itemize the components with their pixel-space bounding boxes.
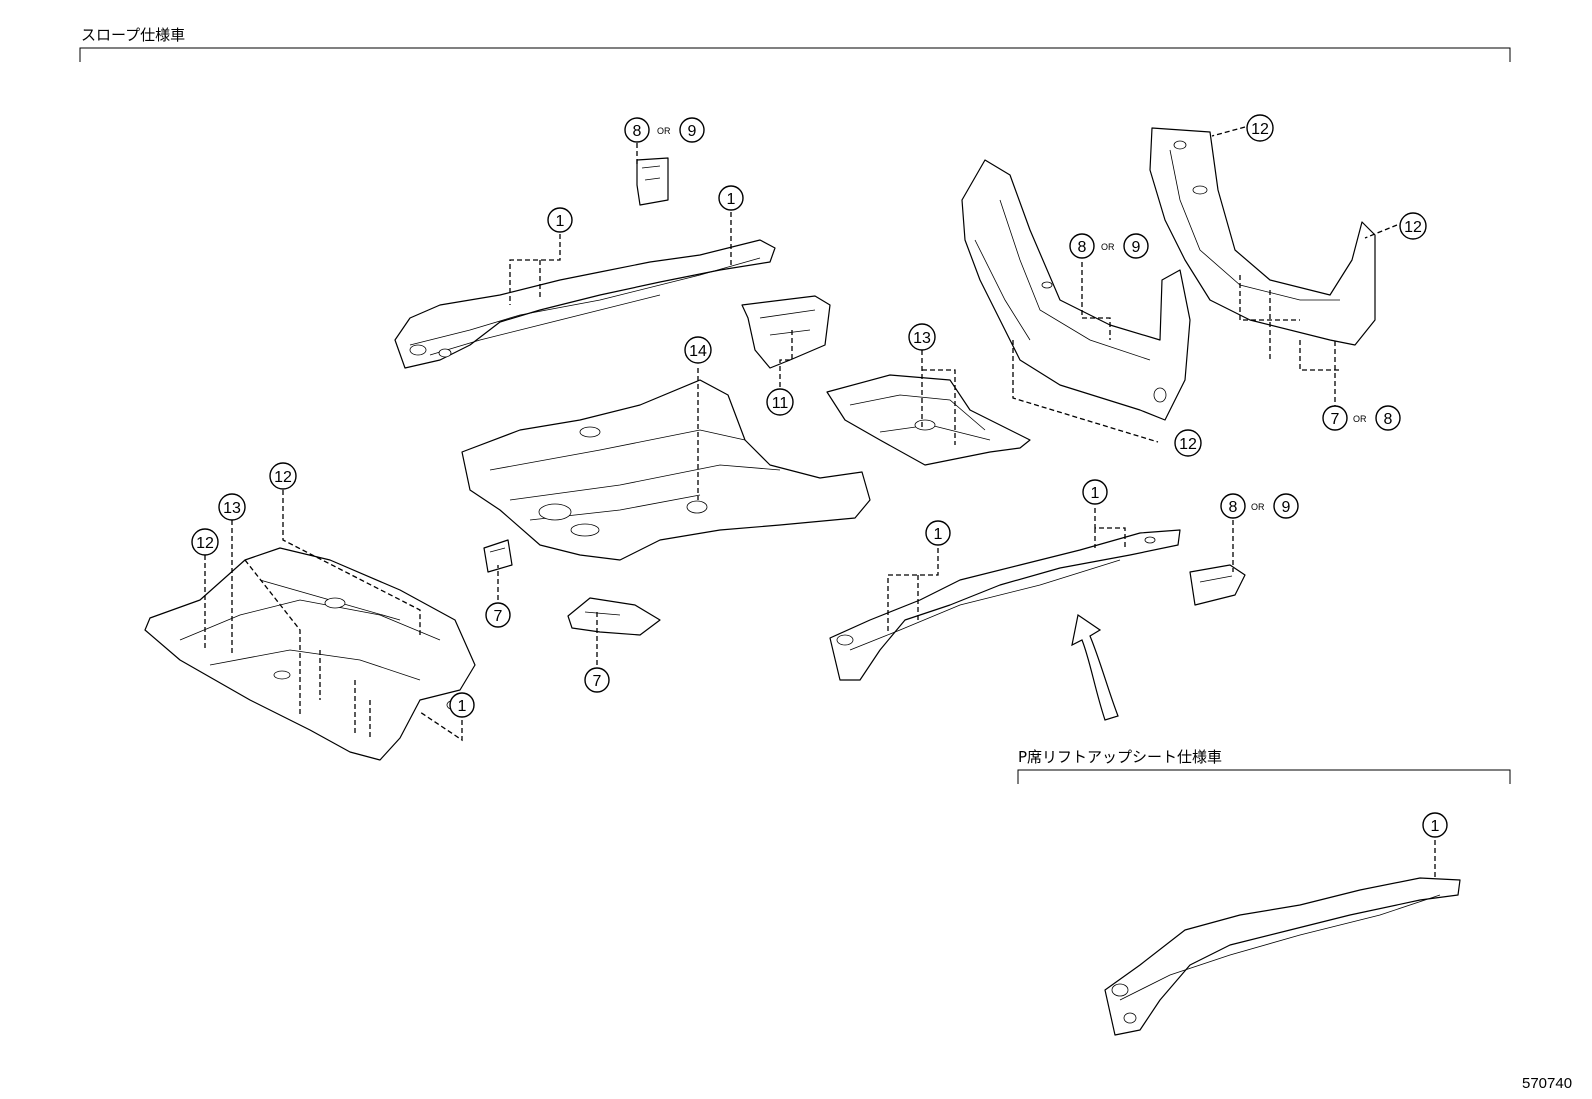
callout-8-or-9-pillar: 8 OR 9 xyxy=(1069,233,1149,259)
figure-id: 570740 xyxy=(1522,1075,1572,1092)
svg-text:1: 1 xyxy=(1091,485,1100,502)
slope-section-bracket xyxy=(79,47,1511,62)
svg-text:9: 9 xyxy=(1132,239,1141,256)
lower-side-rail-part xyxy=(829,529,1181,681)
callout-8-or-9-top: 8 OR 9 xyxy=(624,117,705,143)
lower-bracket-part xyxy=(1189,564,1246,606)
leader-lines xyxy=(204,126,1436,878)
svg-text:8: 8 xyxy=(633,123,642,140)
pillar-frame-left-part xyxy=(961,159,1191,421)
callout-1-lift-seat: 1 xyxy=(1422,812,1448,838)
svg-text:7: 7 xyxy=(494,608,503,625)
callout-12-rear-a: 12 xyxy=(269,462,297,490)
svg-text:12: 12 xyxy=(196,535,214,552)
svg-text:12: 12 xyxy=(1251,121,1269,138)
svg-text:OR: OR xyxy=(1101,242,1115,252)
svg-text:12: 12 xyxy=(1179,436,1197,453)
callout-14: 14 xyxy=(684,336,712,364)
svg-text:14: 14 xyxy=(689,343,707,360)
lift-seat-section-title: P席リフトアップシート仕様車 xyxy=(1018,748,1222,766)
callout-8-or-9-lower: 8 OR 9 xyxy=(1220,493,1299,519)
direction-arrow xyxy=(1071,613,1119,721)
svg-text:11: 11 xyxy=(772,395,789,412)
svg-text:12: 12 xyxy=(1404,219,1422,236)
svg-text:OR: OR xyxy=(657,126,671,136)
svg-text:8: 8 xyxy=(1229,499,1238,516)
lift-seat-section-bracket xyxy=(1017,769,1511,784)
callout-1-lower-b: 1 xyxy=(1082,479,1108,505)
callout-11: 11 xyxy=(766,388,794,416)
svg-text:1: 1 xyxy=(1431,818,1440,835)
callout-1-rail-right: 1 xyxy=(718,185,744,211)
pillar-frame-right-part xyxy=(1149,127,1376,346)
svg-text:9: 9 xyxy=(1282,499,1291,516)
svg-text:1: 1 xyxy=(458,698,467,715)
callout-7-small-b: 7 xyxy=(584,667,610,693)
slope-section-title: スロープ仕様車 xyxy=(81,26,185,44)
main-floor-pan-part xyxy=(461,379,871,561)
svg-text:7: 7 xyxy=(593,673,602,690)
callout-1-rail-left: 1 xyxy=(547,207,573,233)
svg-text:1: 1 xyxy=(727,191,736,208)
small-part-7a xyxy=(483,539,513,573)
rear-floor-part xyxy=(144,547,476,761)
callout-1-lower-a: 1 xyxy=(925,520,951,546)
callout-1-rear: 1 xyxy=(449,692,475,718)
callout-13-rear: 13 xyxy=(218,493,246,521)
svg-text:7: 7 xyxy=(1331,411,1340,428)
callout-12-pillar-bottom: 12 xyxy=(1174,429,1202,457)
svg-text:1: 1 xyxy=(556,213,565,230)
svg-text:8: 8 xyxy=(1078,239,1087,256)
svg-text:12: 12 xyxy=(274,469,292,486)
callout-12-rear-b: 12 xyxy=(191,528,219,556)
callout-12-pillar-side: 12 xyxy=(1399,212,1427,240)
callout-12-pillar-top: 12 xyxy=(1246,114,1274,142)
bracket-11-part xyxy=(741,295,831,369)
svg-text:OR: OR xyxy=(1251,502,1265,512)
svg-text:13: 13 xyxy=(223,500,241,517)
svg-text:13: 13 xyxy=(913,330,931,347)
upper-side-rail-part xyxy=(394,239,776,369)
svg-text:9: 9 xyxy=(688,123,697,140)
callout-7-or-8: 7 OR 8 xyxy=(1322,405,1401,431)
svg-text:OR: OR xyxy=(1353,414,1367,424)
callout-13-pan: 13 xyxy=(908,323,936,351)
pan-13-part xyxy=(826,374,1031,466)
svg-text:8: 8 xyxy=(1384,411,1393,428)
top-bracket-part xyxy=(636,157,669,206)
callout-7-small-a: 7 xyxy=(485,602,511,628)
small-part-7b xyxy=(567,597,661,636)
lift-seat-side-rail-part xyxy=(1104,877,1461,1036)
svg-text:1: 1 xyxy=(934,526,943,543)
